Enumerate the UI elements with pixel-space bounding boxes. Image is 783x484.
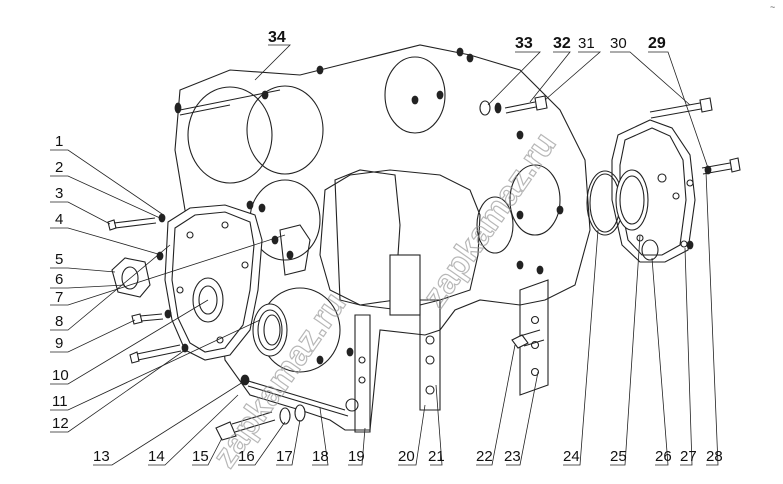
- leader-lines: [50, 44, 719, 466]
- callout-14: 14: [148, 448, 165, 465]
- callout-18: 18: [312, 448, 329, 465]
- callout-27: 27: [680, 448, 697, 465]
- callout-16: 16: [238, 448, 255, 465]
- callout-6: 6: [55, 271, 63, 288]
- callout-34: 34: [268, 29, 286, 46]
- callout-2: 2: [55, 159, 63, 176]
- left-callouts: 1 2 3 4 5 6 7 8 9 10 11 12: [52, 133, 69, 432]
- bottom-callouts: 13 14 15 16 17 18 19 20 21 22 23 24 25 2…: [93, 448, 723, 465]
- callout-30: 30: [610, 35, 627, 52]
- mounting-bracket: [279, 224, 311, 276]
- callout-23: 23: [504, 448, 521, 465]
- callout-3: 3: [55, 185, 63, 202]
- callout-17: 17: [276, 448, 293, 465]
- callout-8: 8: [55, 313, 63, 330]
- callout-26: 26: [655, 448, 672, 465]
- callout-20: 20: [398, 448, 415, 465]
- right-seal: [615, 169, 649, 231]
- callout-5: 5: [55, 251, 63, 268]
- callout-11: 11: [52, 393, 68, 410]
- callout-10: 10: [52, 367, 69, 384]
- callout-21: 21: [428, 448, 445, 465]
- top-callouts: 34 33 32 31 30 29: [268, 29, 666, 52]
- callout-25: 25: [610, 448, 627, 465]
- callout-33: 33: [515, 35, 533, 52]
- callout-9: 9: [55, 335, 63, 352]
- oil-seal: [252, 303, 288, 357]
- callout-13: 13: [93, 448, 110, 465]
- callout-4: 4: [55, 211, 63, 228]
- callout-19: 19: [348, 448, 365, 465]
- callout-7: 7: [55, 289, 63, 306]
- callout-12: 12: [52, 415, 69, 432]
- callout-28: 28: [706, 448, 723, 465]
- callout-32: 32: [553, 35, 571, 52]
- callout-1: 1: [55, 133, 63, 150]
- bolt-group: [107, 47, 741, 441]
- strap-part: [244, 379, 349, 417]
- callout-22: 22: [476, 448, 493, 465]
- callout-29: 29: [648, 35, 666, 52]
- callout-24: 24: [563, 448, 580, 465]
- callout-31: 31: [578, 35, 595, 52]
- corner-mark: ~: [770, 2, 775, 12]
- callout-15: 15: [192, 448, 209, 465]
